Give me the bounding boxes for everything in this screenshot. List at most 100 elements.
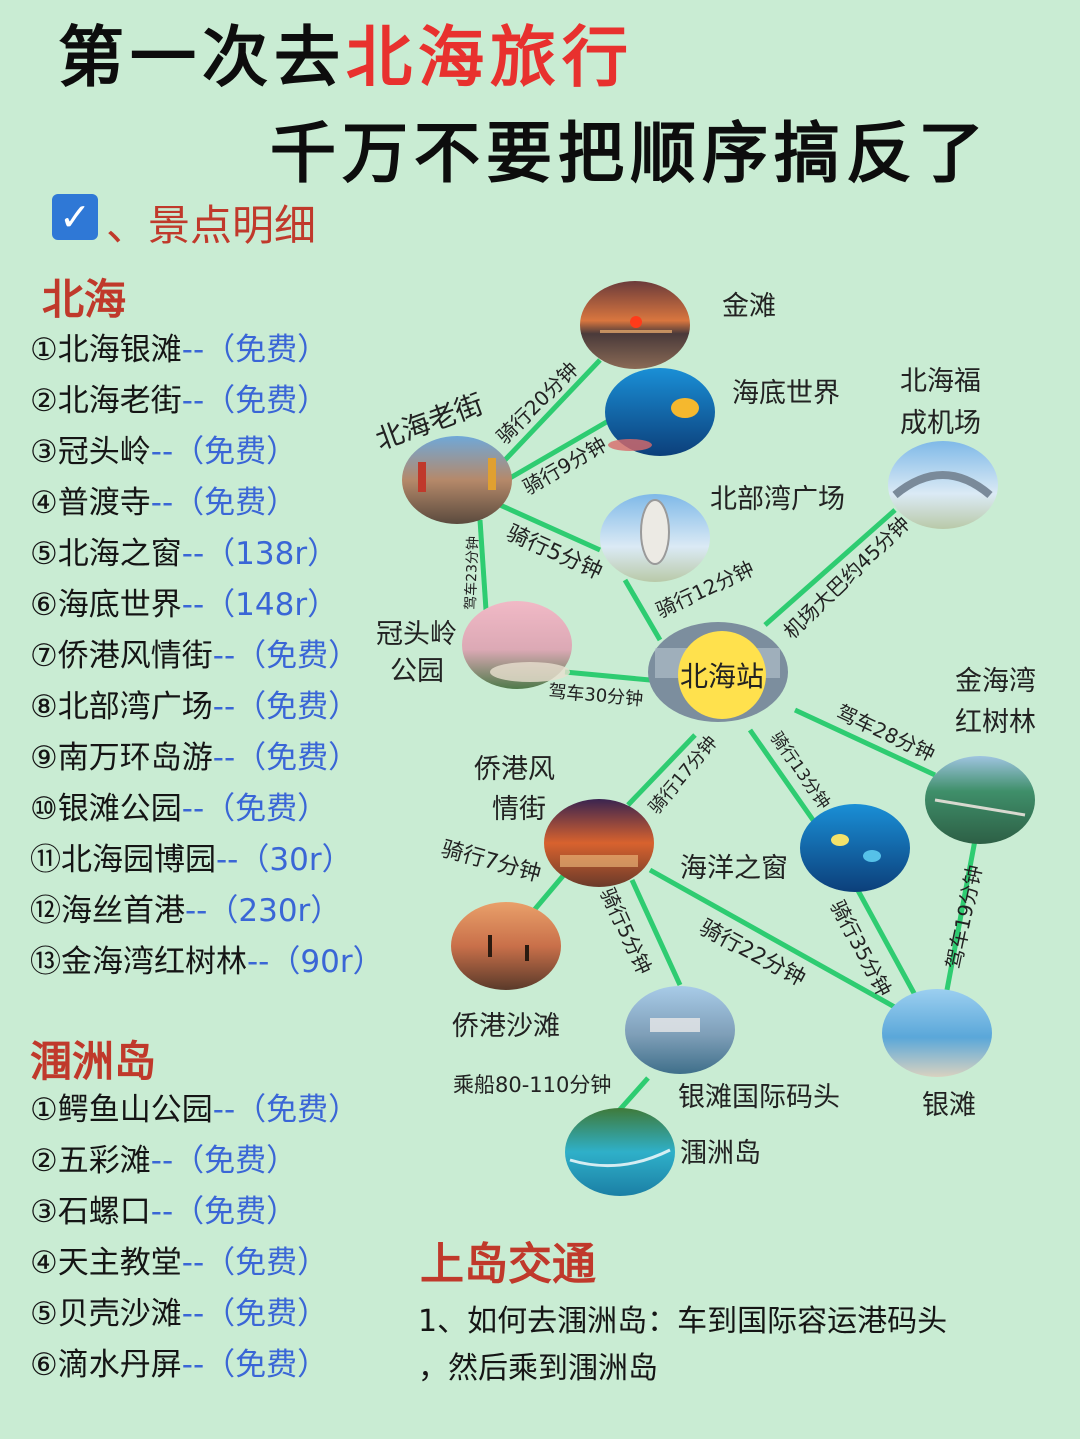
label-airport-1: 北海福 <box>900 366 981 397</box>
item-price: --（免费） <box>181 1296 329 1332</box>
item-name: ⑦侨港风情街 <box>30 638 213 674</box>
item-name: ⑩银滩公园 <box>30 791 182 827</box>
photo-airport <box>888 441 998 529</box>
beihai-list: ①北海银滩--（免费） ②北海老街--（免费） ③冠头岭--（免费） ④普渡寺-… <box>30 325 384 988</box>
photo-laojie <box>402 436 512 524</box>
item-name: ③冠头岭 <box>30 434 151 470</box>
item-price: --（免费） <box>181 1347 329 1383</box>
label-airport-2: 成机场 <box>900 408 981 439</box>
title-highlight: 北海旅行 <box>346 19 634 96</box>
route-label-qiaogang-beach: 骑行7分钟 <box>438 837 543 888</box>
list-item: ⑧北部湾广场--（免费） <box>30 682 384 733</box>
route-label-pier-weizhou: 乘船80-110分钟 <box>453 1073 611 1097</box>
item-price: --（148r） <box>181 587 339 623</box>
item-price: --（免费） <box>150 485 298 521</box>
item-name: ①北海银滩 <box>30 332 182 368</box>
item-name: ④天主教堂 <box>30 1245 182 1281</box>
photo-haiyang <box>800 804 910 892</box>
route-line-guantouling-hub <box>564 669 651 683</box>
item-name: ⑧北部湾广场 <box>30 689 213 725</box>
item-price: --（30r） <box>216 842 353 878</box>
route-label-guantouling-hub: 驾车30分钟 <box>548 681 644 710</box>
label-yintan: 银滩 <box>922 1090 976 1121</box>
item-name: ⑤贝壳沙滩 <box>30 1296 182 1332</box>
list-item: ①鳄鱼山公园--（免费） <box>30 1085 359 1136</box>
route-label-hub-airport: 机场大巴约45分钟 <box>779 511 915 643</box>
item-price: --（138r） <box>181 536 339 572</box>
title-prefix: 第一次去 <box>58 19 346 96</box>
list-item: ①北海银滩--（免费） <box>30 325 384 376</box>
item-price: --（免费） <box>181 791 329 827</box>
item-name: ④普渡寺 <box>30 485 151 521</box>
route-label-laojie-guantouling: 驾车23分钟 <box>462 536 482 610</box>
photo-weizhou <box>565 1108 675 1196</box>
list-item: ②五彩滩--（免费） <box>30 1136 359 1187</box>
label-pier: 银滩国际码头 <box>678 1082 840 1113</box>
photo-beibuwan <box>600 494 710 582</box>
list-item: ⑩银滩公园--（免费） <box>30 784 384 835</box>
item-name: ⑪北海园博园 <box>30 842 216 878</box>
list-item: ②北海老街--（免费） <box>30 376 384 427</box>
list-item: ④天主教堂--（免费） <box>30 1238 359 1289</box>
photo-yintan <box>882 989 992 1077</box>
label-haiyang: 海洋之窗 <box>680 853 788 884</box>
item-name: ②五彩滩 <box>30 1143 151 1179</box>
item-price: --（免费） <box>212 1092 360 1128</box>
label-guantouling-2: 公园 <box>390 656 444 687</box>
weizhou-heading: 涠洲岛 <box>30 1037 157 1086</box>
label-hub: 北海站 <box>680 660 764 693</box>
item-name: ⑫海丝首港 <box>30 893 185 929</box>
label-jinhaiwan-2: 红树林 <box>955 707 1036 738</box>
item-price: --（免费） <box>150 1194 298 1230</box>
label-beibuwan: 北部湾广场 <box>710 484 845 515</box>
photo-qiaogang <box>544 799 654 887</box>
item-price: --（免费） <box>150 434 298 470</box>
list-item: ⑥海底世界--（148r） <box>30 580 384 631</box>
route-label-laojie-jintan: 骑行20分钟 <box>492 357 584 449</box>
label-guantouling-1: 冠头岭 <box>376 619 457 650</box>
item-name: ⑥海底世界 <box>30 587 182 623</box>
label-haidi: 海底世界 <box>732 378 840 409</box>
transport-heading: 上岛交通 <box>420 1239 596 1290</box>
route-line-beibuwan-hub <box>622 578 663 642</box>
label-jinhaiwan-1: 金海湾 <box>955 666 1036 697</box>
weizhou-list: ①鳄鱼山公园--（免费） ②五彩滩--（免费） ③石螺口--（免费） ④天主教堂… <box>30 1085 359 1391</box>
route-label-jinhaiwan-yintan: 驾车19分钟 <box>941 863 986 971</box>
subtitle: 千万不要把顺序搞反了 <box>270 115 990 192</box>
route-line-qiaogang-yintan <box>648 867 902 1013</box>
list-item: ⑥滴水丹屏--（免费） <box>30 1340 359 1391</box>
item-price: --（免费） <box>181 383 329 419</box>
item-price: --（免费） <box>150 1143 298 1179</box>
main-title: 第一次去北海旅行 <box>58 4 634 100</box>
route-line-qiaogang-beach <box>528 868 570 917</box>
item-name: ②北海老街 <box>30 383 182 419</box>
route-line-laojie-haidi <box>508 417 612 481</box>
label-qiaogang-1: 侨港风 <box>474 754 555 785</box>
label-jintan: 金滩 <box>722 291 776 322</box>
checkbox-icon: ✓ <box>52 194 98 240</box>
list-item: ⑬金海湾红树林--（90r） <box>30 937 384 988</box>
item-name: ⑬金海湾红树林 <box>30 944 247 980</box>
item-price: --（230r） <box>185 893 342 929</box>
photo-jinhaiwan <box>925 756 1035 844</box>
route-label-qiaogang-pier: 骑行5分钟 <box>595 884 656 978</box>
item-price: --（免费） <box>181 332 329 368</box>
item-name: ③石螺口 <box>30 1194 151 1230</box>
route-line-jinhaiwan-yintan <box>944 839 978 991</box>
item-price: --（免费） <box>212 638 360 674</box>
route-line-laojie-guantouling <box>477 519 489 611</box>
route-line-hub-qiaogang <box>626 733 697 807</box>
section-label: 、景点明细 <box>106 201 317 250</box>
item-price: --（免费） <box>212 689 360 725</box>
route-line-hub-airport <box>763 508 897 627</box>
hub-circle <box>678 631 766 719</box>
beihai-heading: 北海 <box>42 275 127 324</box>
route-line-laojie-jintan <box>503 358 602 462</box>
item-name: ⑤北海之窗 <box>30 536 182 572</box>
list-item: ⑤北海之窗--（138r） <box>30 529 384 580</box>
list-item: ③石螺口--（免费） <box>30 1187 359 1238</box>
photo-qiaogang-beach <box>451 902 561 990</box>
item-price: --（免费） <box>212 740 360 776</box>
photo-haidi <box>605 368 715 456</box>
